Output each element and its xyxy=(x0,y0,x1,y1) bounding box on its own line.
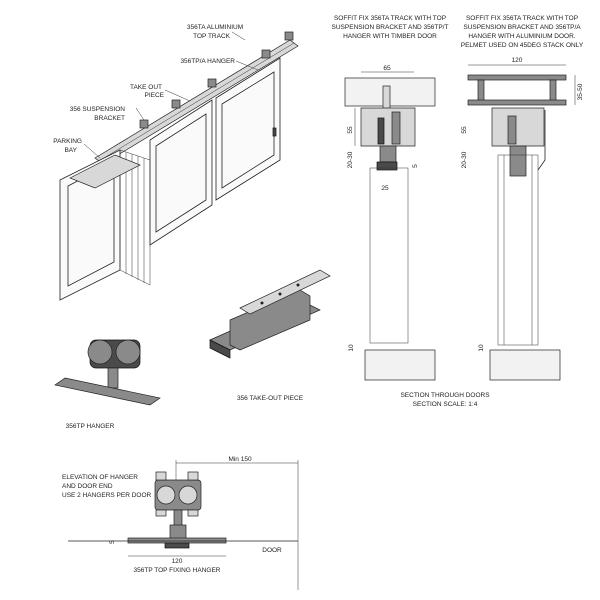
dim-5: 5 xyxy=(412,164,419,168)
label-parking: PARKING xyxy=(53,138,82,145)
dim-10: 10 xyxy=(348,344,355,352)
caption-timber-3: HANGER WITH TIMBER DOOR xyxy=(343,33,437,40)
label-top-track-2: TOP TRACK xyxy=(193,33,231,40)
dim-min-150: Min 150 xyxy=(228,456,252,463)
caption-timber-2: SUSPENSION BRACKET AND 356TP/T xyxy=(332,24,449,31)
hanger-part: 356TP HANGER xyxy=(54,339,161,430)
caption-alu-2: SUSPENSION BRACKET AND 356TP/A xyxy=(463,24,581,31)
dim-120: 120 xyxy=(512,57,523,64)
leader-lines xyxy=(83,31,259,159)
caption-alu-4: PELMET USED ON 45DEG STACK ONLY xyxy=(461,42,584,49)
elevation-hanger: ELEVATION OF HANGER AND DOOR END USE 2 H… xyxy=(62,456,299,590)
elevation-note-3: USE 2 HANGERS PER DOOR xyxy=(62,492,152,499)
label-bracket-2: BRACKET xyxy=(94,115,125,122)
elevation-note-2: AND DOOR END xyxy=(62,483,113,490)
label-parking-2: BAY xyxy=(64,147,77,154)
door-panel-2 xyxy=(215,57,281,201)
suspension-brackets xyxy=(139,31,294,129)
dim-55-alu: 55 xyxy=(461,126,468,134)
label-bracket: 356 SUSPENSION xyxy=(70,106,126,113)
label-take-out: TAKE OUT xyxy=(130,84,162,91)
dim-25: 25 xyxy=(381,185,389,192)
take-out-piece: 356 TAKE-OUT PIECE xyxy=(209,269,331,402)
caption-timber-1: SOFFIT FIX 356TA TRACK WITH TOP xyxy=(334,15,446,22)
dim-35-50: 35-50 xyxy=(577,83,584,100)
dim-65: 65 xyxy=(383,65,391,72)
dim-5-elev: 5 xyxy=(109,540,116,544)
label-hanger: 356TP/A HANGER xyxy=(180,58,235,65)
section-title: SECTION THROUGH DOORS xyxy=(400,392,490,399)
dim-10-alu: 10 xyxy=(478,344,485,352)
pelmet-top-plate xyxy=(467,74,567,81)
track-profile xyxy=(360,107,416,147)
floor-concrete xyxy=(364,349,436,381)
label-top-track: 356TA ALUMINIUM xyxy=(187,24,243,31)
isometric-door-assembly: 356TA ALUMINIUM TOP TRACK 356TP/A HANGER… xyxy=(53,24,299,301)
label-top-fixing-hanger: 356TP TOP FIXING HANGER xyxy=(134,567,221,574)
section-timber-door: SOFFIT FIX 356TA TRACK WITH TOP SUSPENSI… xyxy=(332,15,449,381)
dim-120-elev: 120 xyxy=(172,558,183,565)
label-door: DOOR xyxy=(262,547,282,554)
dim-20-30: 20-30 xyxy=(347,151,354,168)
label-take-out-piece: 356 TAKE-OUT PIECE xyxy=(237,395,304,402)
caption-alu-3: HANGER WITH ALUMINIUM DOOR. xyxy=(468,33,575,40)
parked-doors xyxy=(59,149,151,301)
dim-55: 55 xyxy=(347,126,354,134)
section-aluminium-door: SOFFIT FIX 356TA TRACK WITH TOP SUSPENSI… xyxy=(461,15,584,381)
section-scale: SECTION SCALE: 1:4 xyxy=(413,401,478,408)
label-356tp-hanger: 356TP HANGER xyxy=(66,423,115,430)
elevation-note-1: ELEVATION OF HANGER xyxy=(62,474,138,481)
timber-door xyxy=(369,167,409,344)
dim-20-30-alu: 20-30 xyxy=(461,151,468,168)
caption-alu-1: SOFFIT FIX 356TA TRACK WITH TOP xyxy=(466,15,578,22)
aluminium-door xyxy=(497,154,539,346)
label-take-out-2: PIECE xyxy=(144,92,164,99)
